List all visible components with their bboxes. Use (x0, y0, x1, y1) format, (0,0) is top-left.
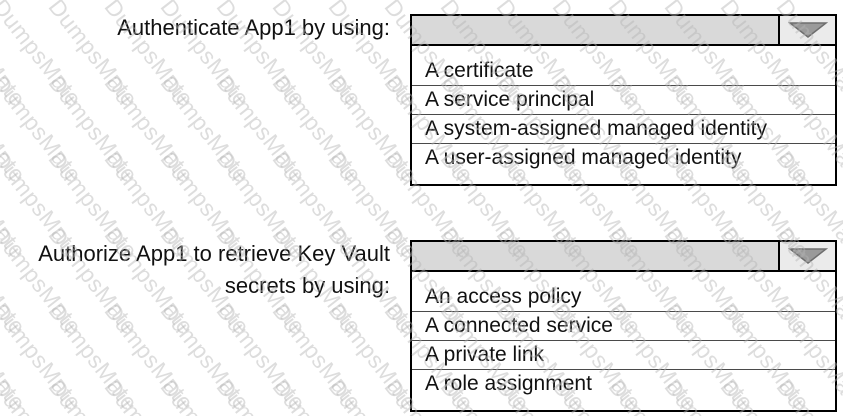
watermark-text: DumpsMate (211, 298, 312, 416)
dropdown-selected-value[interactable] (412, 242, 780, 270)
q2-label: Authorize App1 to retrieve Key Vault sec… (0, 238, 390, 302)
watermark-text: DumpsMate (211, 70, 312, 188)
dropdown-arrow-button[interactable] (780, 242, 835, 270)
dropdown-option[interactable]: A service principal (412, 85, 835, 114)
dropdown-option[interactable]: A certificate (425, 58, 534, 82)
watermark-text: DumpsMate (0, 374, 87, 416)
chevron-down-icon (787, 22, 828, 38)
watermark-text: DumpsMate (211, 374, 312, 416)
watermark-text: DumpsMate (155, 374, 256, 416)
q2-label-text-line1: Authorize App1 to retrieve Key Vault (38, 241, 390, 266)
watermark-text: DumpsMate (267, 298, 368, 416)
watermark-text: DumpsMate (323, 298, 424, 416)
watermark-text: DumpsMate (0, 298, 32, 416)
watermark-text: DumpsMate (43, 374, 144, 416)
watermark-text: DumpsMate (43, 298, 144, 416)
watermark-text: DumpsMate (99, 374, 200, 416)
watermark-text: DumpsMate (267, 70, 368, 188)
dropdown-option[interactable]: A user-assigned managed identity (412, 143, 835, 172)
watermark-text: DumpsMate (155, 70, 256, 188)
watermark-text: DumpsMate (0, 70, 88, 188)
dropdown-selected-value[interactable] (412, 16, 780, 44)
watermark-text: DumpsMate (323, 70, 424, 188)
chevron-down-icon (787, 248, 828, 264)
q1-label: Authenticate App1 by using: (0, 13, 390, 43)
watermark-text: DumpsMate (0, 70, 32, 188)
watermark-text: DumpsMate (155, 298, 256, 416)
watermark-text: DumpsMate (267, 374, 368, 416)
q2-dropdown-header[interactable] (412, 242, 835, 272)
dropdown-arrow-button[interactable] (780, 16, 835, 44)
q1-label-text: Authenticate App1 by using: (117, 15, 390, 40)
dropdown-option[interactable]: A system-assigned managed identity (412, 114, 835, 143)
q1-dropdown-header[interactable] (412, 16, 835, 46)
dropdown-option[interactable]: A private link (412, 340, 835, 369)
dropdown-option[interactable]: A connected service (412, 311, 835, 340)
watermark-text: DumpsMate (43, 70, 144, 188)
watermark-text: DumpsMate (99, 70, 200, 188)
watermark-text: DumpsMate (0, 298, 88, 416)
dropdown-option[interactable]: An access policy (425, 284, 582, 308)
watermark-text: DumpsMate (99, 298, 200, 416)
watermark-text: DumpsMate (0, 374, 31, 416)
dropdown-option[interactable]: A role assignment (412, 369, 835, 398)
q2-label-text-line2: secrets by using: (224, 273, 390, 298)
watermark-text: DumpsMate (323, 374, 424, 416)
